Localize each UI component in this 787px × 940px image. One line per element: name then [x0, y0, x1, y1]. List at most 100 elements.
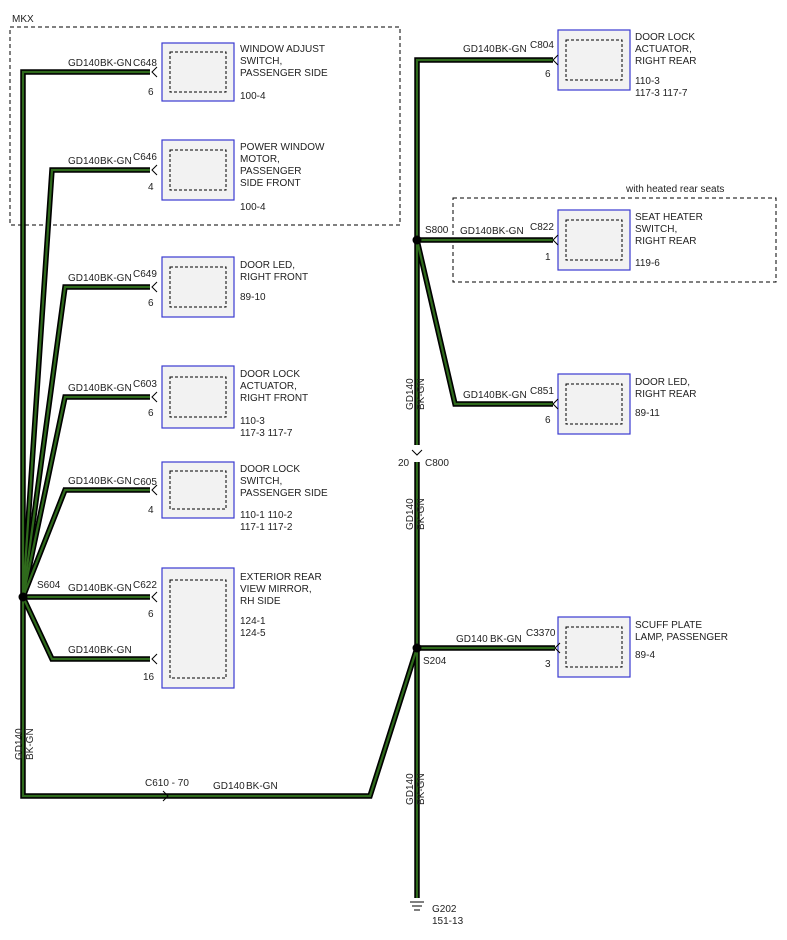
connector-c605-label: C605 — [133, 477, 157, 488]
inline-connector-c800-symbol — [411, 449, 423, 456]
svg-text:124-5: 124-5 — [240, 628, 266, 639]
svg-text:BK-GN: BK-GN — [100, 58, 132, 69]
component-c605: C605 4 DOOR LOCK SWITCH, PASSENGER SIDE … — [133, 461, 328, 533]
connector-c804-label: C804 — [530, 40, 554, 51]
svg-text:BK-GN: BK-GN — [100, 273, 132, 284]
svg-text:GD140: GD140 — [14, 728, 25, 760]
wire-label-c822: GD140 BK-GN — [460, 226, 524, 237]
svg-text:LAMP, PASSENGER: LAMP, PASSENGER — [635, 632, 728, 643]
wire-label-right-vertical-1: GD140 BK-GN — [405, 378, 427, 410]
svg-text:89-4: 89-4 — [635, 650, 655, 661]
connector-c646-pin: 4 — [148, 182, 154, 193]
svg-text:BK-GN: BK-GN — [490, 634, 522, 645]
svg-text:GD140: GD140 — [68, 583, 100, 594]
svg-text:BK-GN: BK-GN — [100, 476, 132, 487]
svg-text:GD140: GD140 — [463, 390, 495, 401]
svg-text:GD140: GD140 — [68, 383, 100, 394]
splice-s204-label: S204 — [423, 656, 447, 667]
svg-text:117-3 117-7: 117-3 117-7 — [635, 88, 688, 99]
svg-text:110-1 110-2: 110-1 110-2 — [240, 510, 293, 521]
svg-text:BK-GN: BK-GN — [100, 583, 132, 594]
connector-c622-pin2: 16 — [143, 672, 155, 683]
svg-text:PASSENGER SIDE: PASSENGER SIDE — [240, 68, 328, 79]
wire-label-c603: GD140 BK-GN — [68, 383, 132, 394]
wire-label-c605: GD140 BK-GN — [68, 476, 132, 487]
inline-connector-c800-label: C800 — [425, 458, 449, 469]
svg-text:GD140: GD140 — [405, 498, 416, 530]
svg-text:BK-GN: BK-GN — [495, 390, 527, 401]
svg-text:RIGHT REAR: RIGHT REAR — [635, 56, 697, 67]
component-c649: C649 6 DOOR LED, RIGHT FRONT 89-10 — [133, 256, 308, 318]
wire-label-c648: GD140 BK-GN — [68, 58, 132, 69]
svg-text:GD140: GD140 — [463, 44, 495, 55]
connector-c851-pin: 6 — [545, 415, 551, 426]
connector-c649-label: C649 — [133, 269, 157, 280]
connector-c648-pin: 6 — [148, 87, 154, 98]
component-c822: C822 1 SEAT HEATER SWITCH, RIGHT REAR 11… — [530, 209, 703, 271]
svg-text:RIGHT FRONT: RIGHT FRONT — [240, 272, 308, 283]
svg-text:DOOR LOCK: DOOR LOCK — [240, 464, 300, 475]
svg-text:ACTUATOR,: ACTUATOR, — [635, 44, 692, 55]
svg-text:SWITCH,: SWITCH, — [240, 56, 282, 67]
inline-connector-c610-label: C610 - 70 — [145, 778, 189, 789]
connector-c3370-label: C3370 — [526, 628, 556, 639]
connector-c648-label: C648 — [133, 58, 157, 69]
connector-c649-pin: 6 — [148, 298, 154, 309]
connector-c3370-pin: 3 — [545, 659, 551, 670]
wire-label-c622-b: GD140 BK-GN — [68, 645, 132, 656]
ground-g202-label: G202 — [432, 904, 457, 915]
svg-text:WINDOW ADJUST: WINDOW ADJUST — [240, 44, 325, 55]
svg-text:PASSENGER SIDE: PASSENGER SIDE — [240, 488, 328, 499]
svg-text:EXTERIOR REAR: EXTERIOR REAR — [240, 572, 322, 583]
connector-c622-label: C622 — [133, 580, 157, 591]
svg-text:100-4: 100-4 — [240, 202, 266, 213]
svg-text:BK-GN: BK-GN — [495, 44, 527, 55]
ground-g202-ref: 151-13 — [432, 916, 464, 927]
component-c646: C646 4 POWER WINDOW MOTOR, PASSENGER SID… — [133, 139, 325, 213]
svg-text:BK-GN: BK-GN — [25, 728, 36, 760]
connector-c603-label: C603 — [133, 379, 157, 390]
svg-text:VIEW MIRROR,: VIEW MIRROR, — [240, 584, 312, 595]
wire-label-c610-run: GD140 BK-GN — [213, 781, 278, 792]
connector-c622-pin: 6 — [148, 609, 154, 620]
splice-s604 — [18, 592, 28, 602]
svg-text:GD140: GD140 — [405, 773, 416, 805]
svg-text:GD140: GD140 — [213, 781, 245, 792]
component-c851: C851 6 DOOR LED, RIGHT REAR 89-11 — [530, 373, 697, 435]
svg-text:110-3: 110-3 — [635, 76, 660, 87]
svg-text:RIGHT REAR: RIGHT REAR — [635, 236, 697, 247]
svg-text:BK-GN: BK-GN — [100, 383, 132, 394]
connector-c851-label: C851 — [530, 386, 554, 397]
wire-label-left-vertical: GD140 BK-GN — [14, 728, 36, 760]
svg-text:GD140: GD140 — [456, 634, 488, 645]
inline-connector-c610-symbol — [162, 790, 169, 802]
svg-text:SIDE FRONT: SIDE FRONT — [240, 178, 301, 189]
svg-text:100-4: 100-4 — [240, 91, 266, 102]
svg-text:110-3: 110-3 — [240, 416, 265, 427]
svg-text:RIGHT REAR: RIGHT REAR — [635, 389, 697, 400]
svg-text:89-10: 89-10 — [240, 292, 266, 303]
wire-label-right-vertical-2: GD140 BK-GN — [405, 498, 427, 530]
wire-label-c3370: GD140 BK-GN — [456, 634, 522, 645]
splice-s800-label: S800 — [425, 225, 449, 236]
connector-c822-label: C822 — [530, 222, 554, 233]
svg-text:DOOR LOCK: DOOR LOCK — [240, 369, 300, 380]
connector-c605-pin: 4 — [148, 505, 154, 516]
svg-text:GD140: GD140 — [68, 273, 100, 284]
wire-label-c649: GD140 BK-GN — [68, 273, 132, 284]
svg-text:GD140: GD140 — [68, 476, 100, 487]
svg-text:DOOR LED,: DOOR LED, — [635, 377, 690, 388]
heated-seats-zone-label: with heated rear seats — [625, 184, 724, 195]
svg-text:SEAT HEATER: SEAT HEATER — [635, 212, 703, 223]
svg-text:BK-GN: BK-GN — [246, 781, 278, 792]
svg-text:RIGHT FRONT: RIGHT FRONT — [240, 393, 308, 404]
connector-c804-pin: 6 — [545, 69, 551, 80]
svg-text:MOTOR,: MOTOR, — [240, 154, 280, 165]
svg-text:BK-GN: BK-GN — [416, 498, 427, 530]
svg-text:89-11: 89-11 — [635, 408, 660, 419]
svg-text:GD140: GD140 — [405, 378, 416, 410]
svg-text:BK-GN: BK-GN — [416, 378, 427, 410]
component-c3370: C3370 3 SCUFF PLATE LAMP, PASSENGER 89-4 — [526, 616, 728, 678]
svg-text:BK-GN: BK-GN — [100, 645, 132, 656]
